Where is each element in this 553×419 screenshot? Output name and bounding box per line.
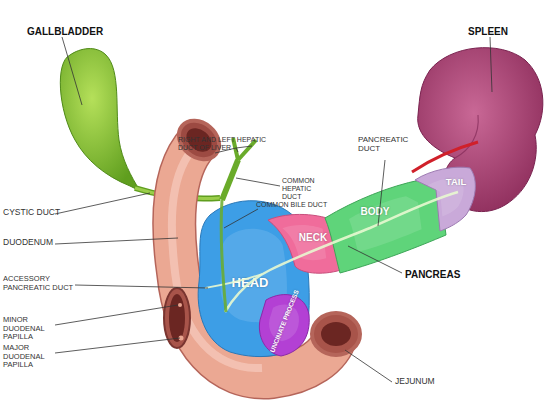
accessory-duct <box>205 274 262 288</box>
part-label: JEJUNUM <box>395 377 475 387</box>
region-label: NECK <box>293 233 333 244</box>
leader-line <box>378 160 385 226</box>
part-label: ACCESSORY PANCREATIC DUCT <box>3 275 81 292</box>
common-hepatic-duct <box>222 160 238 200</box>
body-region: BODY <box>322 176 448 275</box>
leader-line <box>55 305 178 325</box>
region-outline <box>412 163 480 233</box>
leader-line <box>348 246 402 273</box>
leader-line <box>55 193 150 214</box>
leader-line <box>345 350 392 382</box>
leader-line <box>224 209 258 228</box>
tail-region: TAIL <box>412 163 480 233</box>
papilla-window <box>164 288 190 348</box>
leader-line <box>236 148 238 152</box>
part-label: COMMON HEPATIC DUCT <box>282 177 332 201</box>
jejunum-lumen <box>321 322 351 346</box>
gallbladder-shape <box>60 49 140 191</box>
leader-lines <box>55 37 492 382</box>
uncinate-region: UNCINATE PROCESS <box>255 287 312 359</box>
part-label: GALLBLADDER <box>27 26 137 38</box>
leader-line <box>62 37 82 105</box>
papilla-dot <box>178 303 182 307</box>
jejunum-opening <box>312 313 360 355</box>
part-label: PANCREATIC DUCT <box>358 135 414 153</box>
part-label: MINOR DUODENAL PAPILLA <box>3 316 63 342</box>
region-label: TAIL <box>436 177 476 187</box>
leader-line <box>75 285 208 288</box>
spleen-fold <box>455 115 478 158</box>
leader-line <box>490 37 492 92</box>
leader-line <box>236 178 280 186</box>
part-label: MAJOR DUODENAL PAPILLA <box>3 344 63 370</box>
pancreatic-duct <box>225 192 458 312</box>
part-label: SPLEEN <box>468 26 538 38</box>
part-label: COMMON BILE DUCT <box>256 201 346 209</box>
papilla-lumen <box>169 294 185 342</box>
part-label: RIGHT AND LEFT HEPATIC DUCT OF LIVER <box>178 136 274 152</box>
part-label: DUODENUM <box>3 238 83 248</box>
region-outline <box>322 176 448 275</box>
part-label: CYSTIC DUCT <box>3 208 83 218</box>
part-label: PANCREAS <box>405 269 495 281</box>
region-shape <box>325 180 446 273</box>
leader-line <box>55 238 178 244</box>
region-highlight <box>349 196 422 252</box>
common-bile-duct <box>221 200 226 312</box>
region-label: BODY <box>352 207 398 218</box>
leader-line <box>55 338 180 353</box>
region-shape <box>415 167 475 231</box>
